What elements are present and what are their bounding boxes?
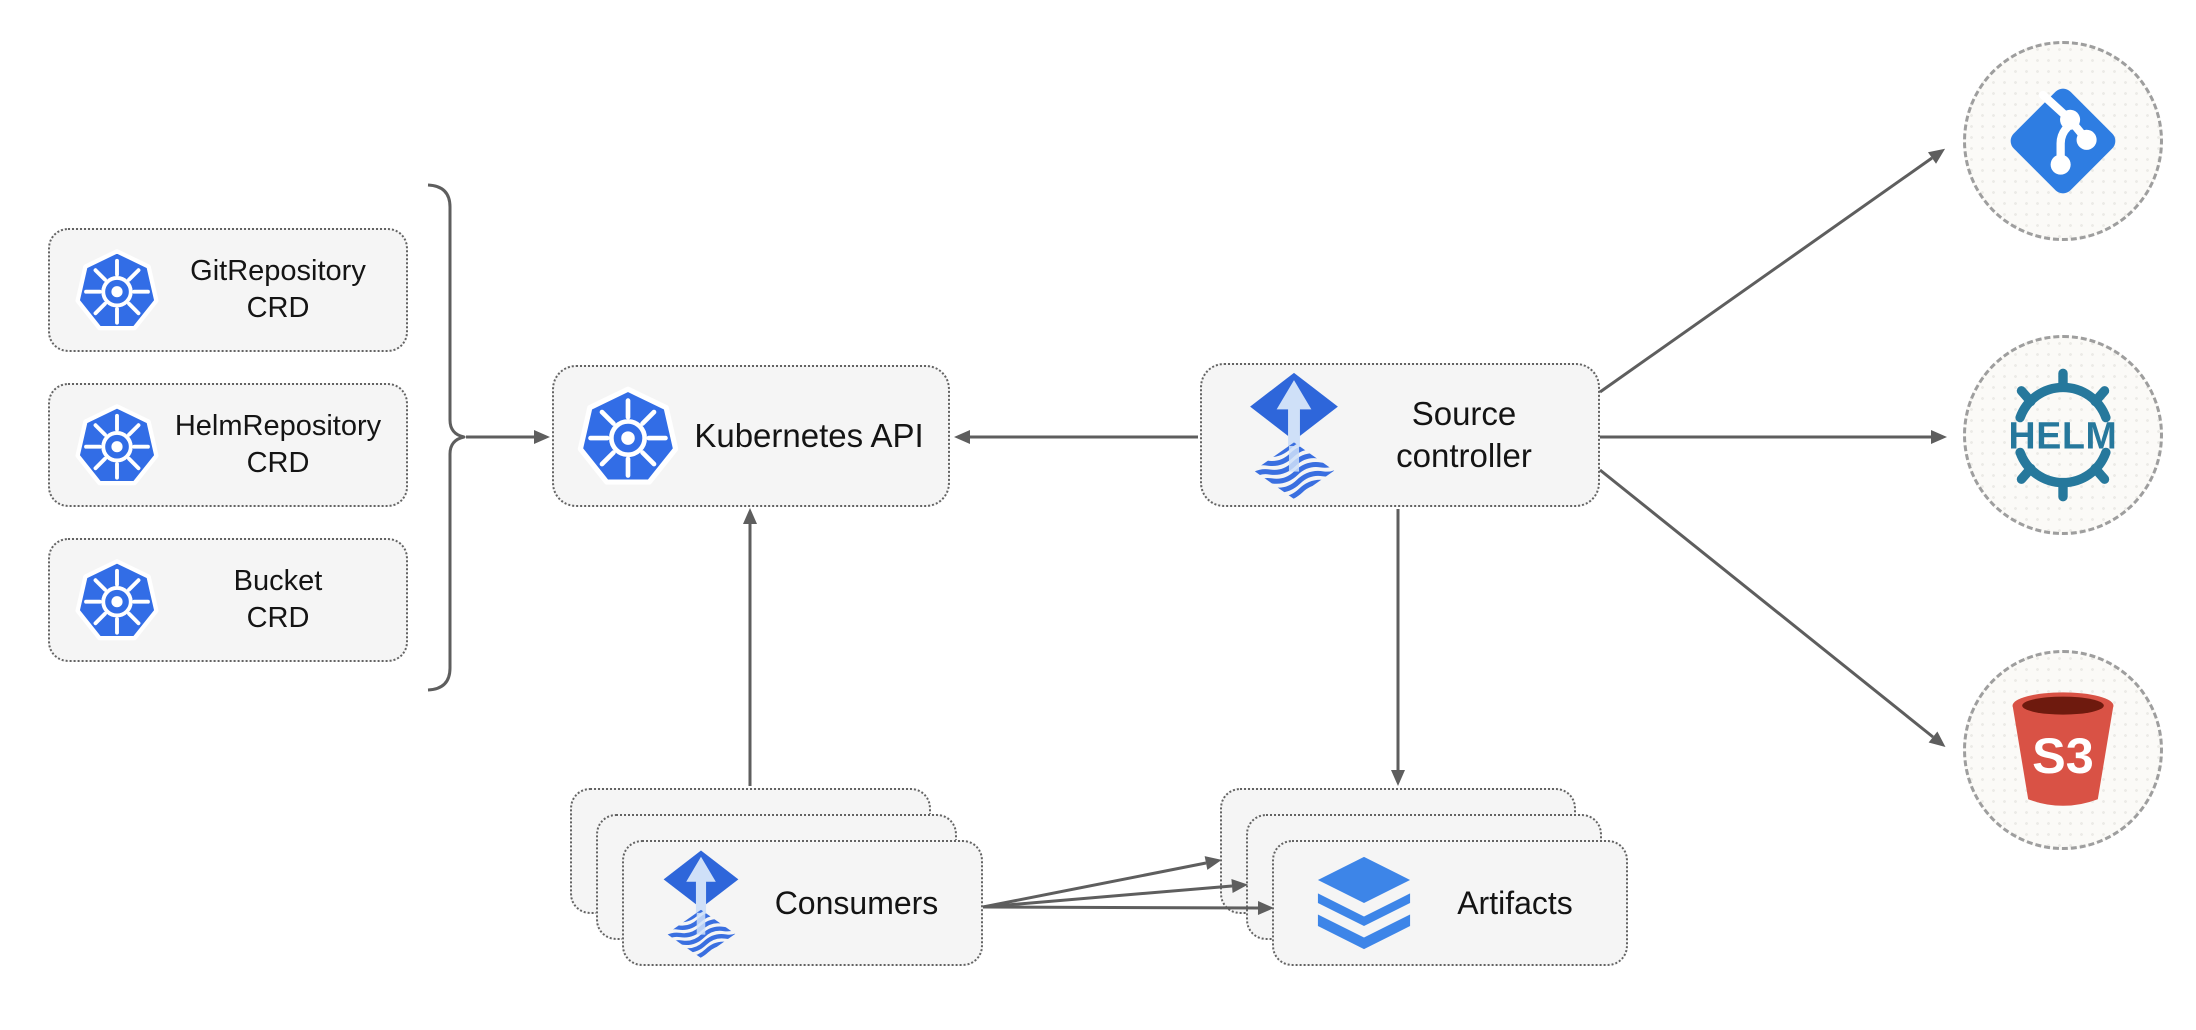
helm-label: HELM xyxy=(2009,414,2118,456)
node-label: Consumers xyxy=(774,884,939,921)
edge-consumers-to-artifacts-3 xyxy=(982,901,1274,915)
flux-icon xyxy=(1250,372,1338,499)
node-label: Source controller xyxy=(1396,395,1532,474)
node-consumers: Consumers xyxy=(622,840,983,966)
node-label: HelmRepository CRD xyxy=(174,410,382,479)
kubernetes-icon xyxy=(75,559,159,641)
node-source-controller: Source controller xyxy=(1200,363,1600,507)
node-bucket-crd: Bucket CRD xyxy=(48,538,408,662)
node-kubernetes-api: Kubernetes API xyxy=(552,365,950,507)
flux-icon xyxy=(663,850,739,958)
node-helmrepository-crd: HelmRepository CRD xyxy=(48,383,408,507)
node-gitrepository-crd: GitRepository CRD xyxy=(48,228,408,352)
edge-consumers-to-artifacts-2 xyxy=(982,879,1248,909)
endpoint-helm: HELM xyxy=(1963,335,2163,535)
node-label: Kubernetes API xyxy=(694,417,924,454)
edge-source-to-git xyxy=(1599,148,1946,394)
s3-label: S3 xyxy=(2032,727,2094,784)
crd-group-brace xyxy=(427,183,466,692)
node-artifacts: Artifacts xyxy=(1272,840,1628,966)
kubernetes-icon xyxy=(75,249,159,331)
kubernetes-icon xyxy=(75,404,159,486)
node-label: GitRepository CRD xyxy=(190,255,366,324)
edge-consumers-to-artifacts-1 xyxy=(982,856,1222,909)
edge-source-to-s3 xyxy=(1599,468,1946,748)
helm-icon: HELM xyxy=(2009,368,2118,502)
endpoint-git xyxy=(1963,41,2163,241)
node-label: Bucket CRD xyxy=(233,565,323,634)
endpoint-s3: S3 xyxy=(1963,650,2163,850)
node-label: Artifacts xyxy=(1457,884,1573,921)
layers-icon xyxy=(1317,856,1411,950)
s3-bucket-icon: S3 xyxy=(2012,692,2114,806)
kubernetes-icon xyxy=(577,386,679,485)
git-icon xyxy=(2010,88,2116,194)
